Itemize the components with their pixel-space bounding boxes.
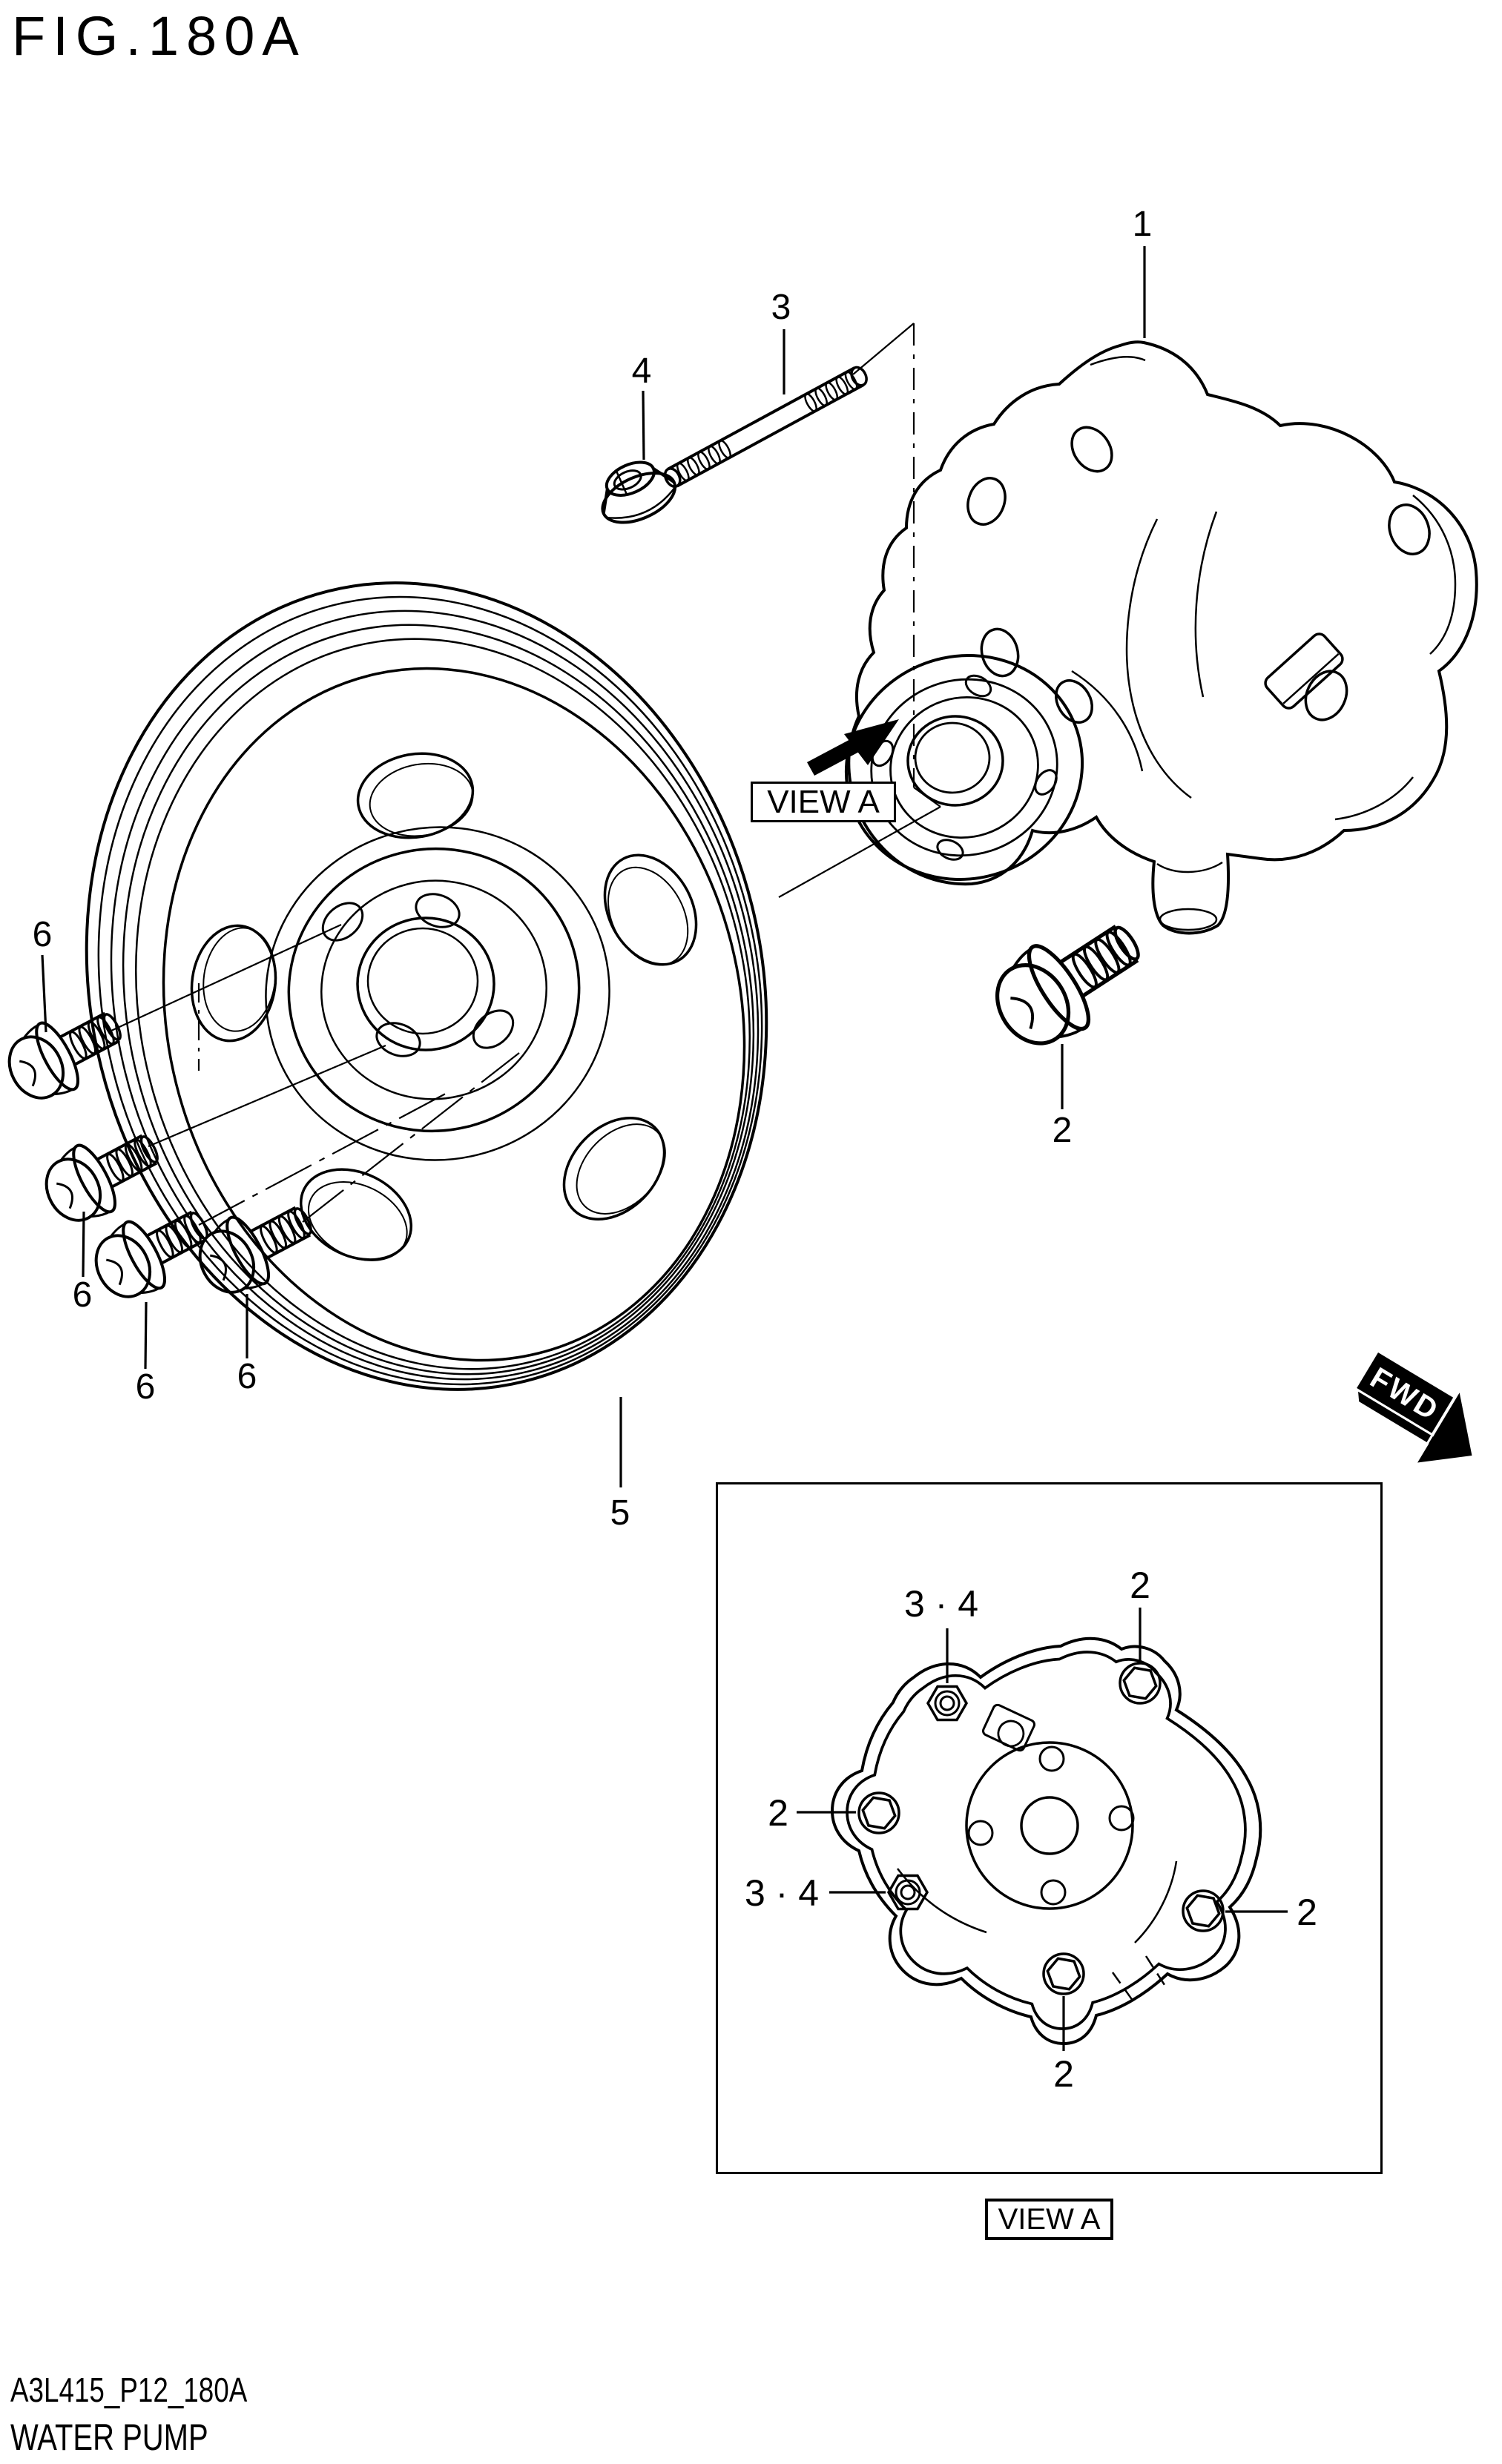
leader-line (82, 1211, 85, 1278)
leader-line (778, 806, 941, 898)
callout-part-3: 3 (771, 288, 791, 327)
view-a-label-main: VIEW A (767, 783, 880, 820)
pulley-part-5 (85, 581, 768, 1391)
pulley-cutouts (190, 752, 698, 1261)
water-pump-body-part-1 (844, 340, 1478, 935)
fwd-indicator: FWD (1355, 1352, 1472, 1463)
leader-line (913, 787, 941, 807)
callout-inset-2-top: 2 (1130, 1565, 1150, 1606)
callout-inset-3-4-top: 3 · 4 (904, 1583, 978, 1625)
inset-frame (716, 1482, 1383, 2174)
callout-part-6d: 6 (237, 1357, 257, 1396)
leader-line (198, 1089, 453, 1226)
stud-part-3 (663, 366, 868, 489)
callout-part-2: 2 (1053, 1111, 1073, 1150)
leader-line (111, 924, 342, 1031)
callout-inset-2-bottom: 2 (1053, 2053, 1074, 2095)
leader-line (144, 1301, 148, 1370)
leader-line (41, 954, 47, 1033)
callout-part-6c: 6 (136, 1367, 156, 1407)
main-leader-lines (41, 246, 1146, 1487)
construction-lines (111, 323, 941, 1226)
pulley-hub (265, 826, 610, 1161)
callout-inset-2-left: 2 (768, 1792, 788, 1834)
drawing-code: A3L415_P12_180A (10, 2371, 248, 2409)
leader-line (302, 1052, 520, 1223)
figure-title: FIG.180A (12, 5, 306, 67)
view-a-label-inset: VIEW A (998, 2202, 1101, 2236)
callout-part-6a: 6 (33, 915, 53, 954)
view-a-box-main: VIEW A (751, 782, 896, 822)
callout-part-5: 5 (610, 1493, 630, 1533)
callout-inset-2-right: 2 (1297, 1892, 1317, 1933)
callout-inset-3-4-left: 3 · 4 (745, 1872, 819, 1914)
bolt-part-2 (979, 899, 1159, 1063)
inset-leader-lines (797, 1608, 1288, 2051)
leader-line (642, 390, 645, 460)
callout-part-1: 1 (1133, 205, 1153, 244)
pump-hub (844, 654, 1084, 881)
inset-callout-labels: 3 · 4 2 2 3 · 4 2 2 (745, 1565, 1317, 2095)
callout-part-6b: 6 (73, 1275, 93, 1315)
leader-line (148, 1044, 386, 1148)
leader-line (852, 323, 915, 375)
view-a-arrow (807, 719, 899, 776)
nut-part-4 (601, 460, 677, 524)
view-a-box-inset: VIEW A (985, 2199, 1113, 2240)
main-callout-labels: 1 3 4 2 5 6 6 6 6 (33, 205, 1153, 1533)
figure-caption: WATER PUMP (10, 2417, 208, 2458)
inset-rear-view (830, 1636, 1262, 2046)
callout-part-4: 4 (632, 351, 652, 391)
